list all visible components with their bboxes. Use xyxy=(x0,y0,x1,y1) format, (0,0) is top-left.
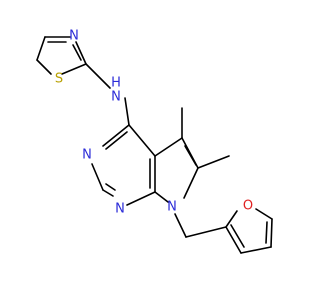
atom-label-n: N xyxy=(167,200,177,215)
bond xyxy=(105,183,116,191)
bond xyxy=(154,191,169,203)
bond xyxy=(270,218,273,248)
atom-label-o: O xyxy=(243,199,253,214)
bond xyxy=(102,189,114,197)
bond xyxy=(184,145,197,166)
atom-labels: S N N H N N N O xyxy=(55,29,253,217)
atom-label-n: N xyxy=(115,202,125,217)
bond xyxy=(36,36,46,61)
bond xyxy=(128,124,156,157)
bond xyxy=(225,210,238,228)
bond xyxy=(154,137,183,157)
bond xyxy=(230,224,245,248)
bond xyxy=(197,155,230,169)
bond xyxy=(85,63,111,89)
atom-label-h: H xyxy=(111,76,121,91)
bond xyxy=(61,63,87,75)
molecule-structure-diagram: S N N H N N N O xyxy=(36,29,273,254)
bond xyxy=(126,191,156,206)
bond xyxy=(240,246,272,254)
bond xyxy=(225,226,242,254)
bond xyxy=(91,163,104,191)
atom-label-n: N xyxy=(69,29,79,44)
bond xyxy=(124,97,130,126)
molecule-svg: S N N H N N N O xyxy=(36,29,273,254)
bond xyxy=(75,41,87,65)
bond xyxy=(255,208,273,220)
atom-label-s: S xyxy=(55,72,63,87)
bond xyxy=(105,131,128,150)
bond xyxy=(102,124,130,147)
bond xyxy=(265,221,268,244)
atom-label-n: N xyxy=(111,90,121,105)
bond xyxy=(36,59,52,75)
bond xyxy=(183,167,199,199)
bond xyxy=(174,213,187,238)
bond xyxy=(72,44,82,61)
bonds xyxy=(36,36,273,254)
atom-label-n: N xyxy=(82,148,92,163)
bond xyxy=(185,226,227,238)
